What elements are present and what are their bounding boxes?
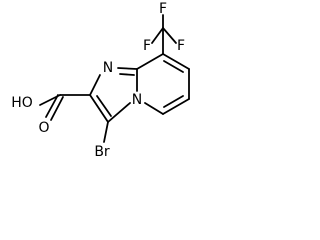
bond-c2-c3-inner: [96, 95, 112, 117]
atom-hydroxyl: HO: [11, 95, 33, 111]
atom-bromine: Br: [94, 144, 110, 160]
atom-n-bridge: N: [132, 92, 142, 108]
bond-c6-c5: [162, 98, 190, 115]
atom-f-top: F: [159, 1, 167, 17]
bond-cooh-o-double-a: [45, 94, 59, 118]
atom-f-right: F: [177, 38, 185, 54]
atom-n-imine: N: [103, 60, 113, 76]
bond-c3-n4: [107, 102, 131, 123]
bond-cf3-c-f-left: [151, 27, 164, 44]
bond-c2-c3: [89, 94, 109, 123]
bond-c5-n4: [144, 102, 164, 115]
atom-f-left: F: [143, 38, 151, 54]
bond-n1-c2: [89, 74, 101, 96]
bond-c8-c8a: [136, 53, 164, 70]
bond-cooh-o-double-b: [50, 96, 64, 121]
atom-o-carbonyl: O: [38, 120, 49, 136]
bond-c8a-n1: [117, 67, 138, 70]
bond-cf3-c-f-right: [162, 27, 177, 44]
bond-c8-c7: [162, 53, 190, 70]
bond-c8-c7-inner: [163, 60, 184, 73]
bond-c8a-n1-inner: [119, 73, 135, 76]
molecule-structure: F F F N N O HO Br: [11, 1, 190, 160]
bond-c3-br: [103, 121, 109, 143]
bond-c6-c5-inner: [163, 95, 184, 108]
